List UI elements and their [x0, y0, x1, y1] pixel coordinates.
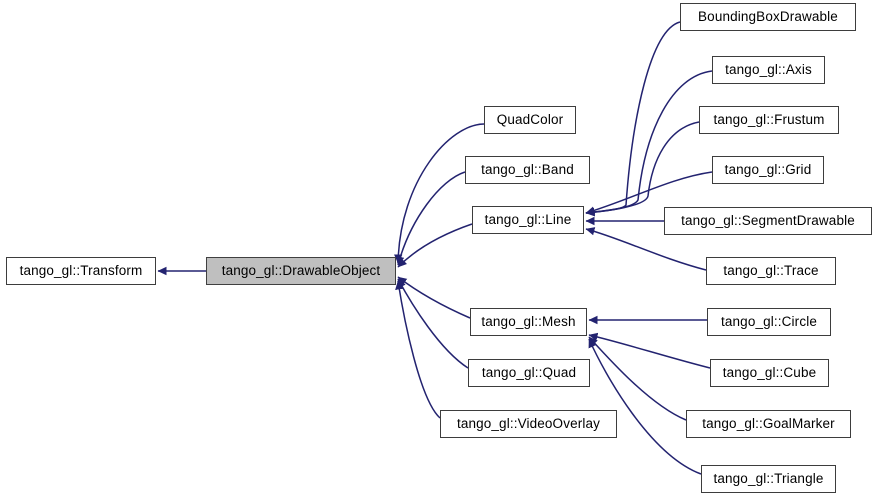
edge-triangle-mesh	[588, 338, 702, 475]
node-triangle[interactable]: tango_gl::Triangle	[701, 465, 836, 493]
node-boundingboxdrawable[interactable]: BoundingBoxDrawable	[680, 3, 856, 31]
edge-trace-line	[585, 227, 707, 271]
node-circle[interactable]: tango_gl::Circle	[707, 308, 831, 336]
edge-line-drawableobject	[397, 223, 473, 268]
node-mesh[interactable]: tango_gl::Mesh	[470, 308, 587, 336]
node-trace[interactable]: tango_gl::Trace	[706, 257, 836, 285]
edge-quadcolor-drawableobject	[394, 123, 485, 264]
node-frustum[interactable]: tango_gl::Frustum	[699, 106, 839, 134]
edge-frustum-line	[585, 121, 700, 217]
node-videooverlay[interactable]: tango_gl::VideoOverlay	[440, 410, 617, 438]
edge-band-drawableobject	[396, 171, 466, 266]
edge-cube-mesh	[588, 332, 711, 369]
node-transform[interactable]: tango_gl::Transform	[6, 257, 156, 285]
edge-boundingboxdrawable-line	[585, 21, 681, 216]
node-line[interactable]: tango_gl::Line	[472, 206, 584, 234]
node-goalmarker[interactable]: tango_gl::GoalMarker	[686, 410, 851, 438]
edge-goalmarker-mesh	[588, 336, 687, 421]
node-drawableobject[interactable]: tango_gl::DrawableObject	[206, 257, 396, 285]
node-axis[interactable]: tango_gl::Axis	[712, 56, 825, 84]
edge-quad-drawableobject	[397, 278, 469, 369]
node-grid[interactable]: tango_gl::Grid	[712, 156, 824, 184]
node-segmentdrawable[interactable]: tango_gl::SegmentDrawable	[664, 207, 872, 235]
node-band[interactable]: tango_gl::Band	[465, 156, 590, 184]
node-quadcolor[interactable]: QuadColor	[484, 106, 576, 134]
edge-mesh-drawableobject	[397, 276, 471, 319]
node-cube[interactable]: tango_gl::Cube	[710, 359, 829, 387]
edge-videooverlay-drawableobject	[395, 280, 441, 419]
edge-axis-line	[585, 70, 713, 217]
node-quad[interactable]: tango_gl::Quad	[468, 359, 590, 387]
